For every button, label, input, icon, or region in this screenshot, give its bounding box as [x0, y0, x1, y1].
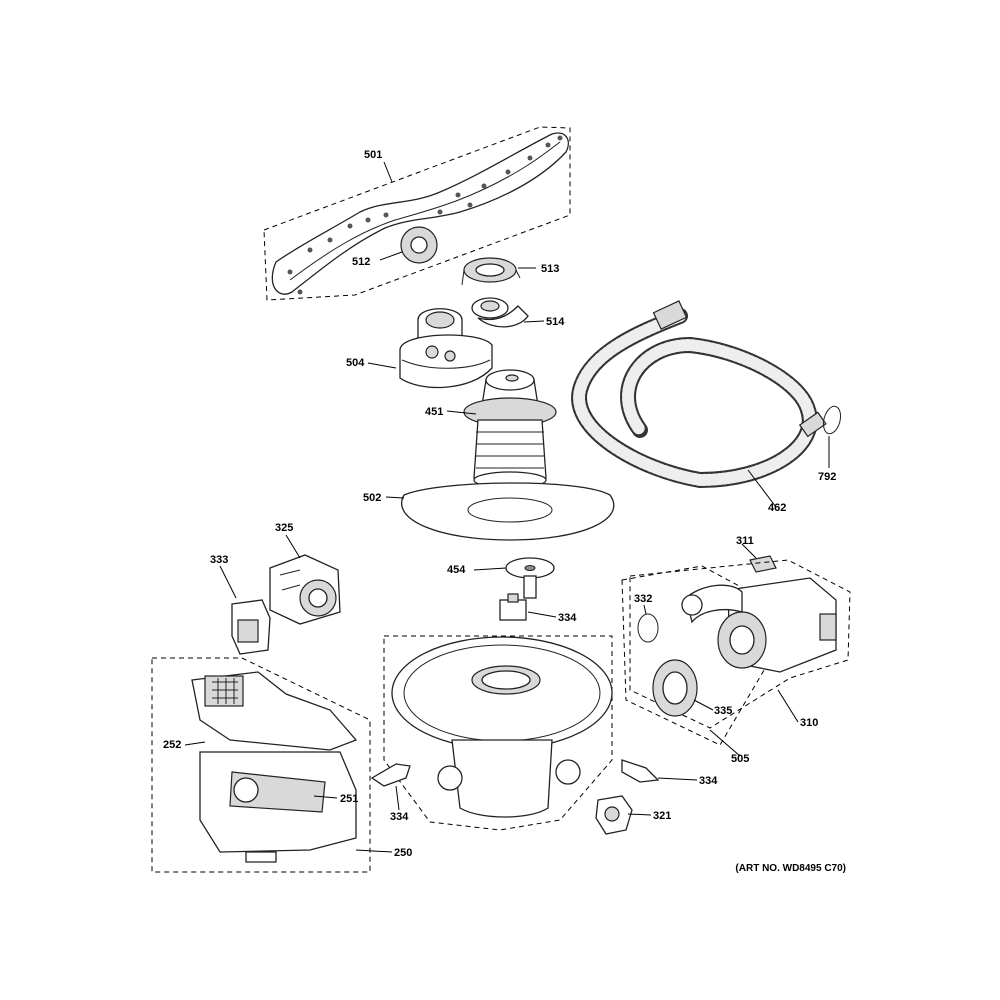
- vent-motor-333: [231, 599, 271, 655]
- callout-512: 512: [352, 256, 370, 268]
- callout-310: 310: [800, 717, 818, 729]
- heater-group: [151, 657, 371, 873]
- callout-250: 250: [394, 847, 412, 859]
- pump-assembly-group: [621, 559, 851, 746]
- seal-boundary: [621, 565, 771, 746]
- spray-arm-group: [263, 126, 571, 301]
- callout-335: 335: [714, 705, 732, 717]
- sump-group: [383, 635, 613, 831]
- sensor-connector-top: [499, 593, 527, 621]
- manifold-coupler: [471, 297, 529, 328]
- callout-252: 252: [163, 739, 181, 751]
- callout-334-top: 334: [558, 612, 577, 624]
- callout-462: 462: [768, 502, 786, 514]
- callout-514: 514: [546, 316, 565, 328]
- callout-792: 792: [818, 471, 836, 483]
- sensor-321: [595, 795, 633, 835]
- heater-boundary: [151, 657, 371, 873]
- callout-505: 505: [731, 753, 749, 765]
- callout-334-left: 334: [390, 811, 409, 823]
- heater-fan-325: [269, 554, 341, 625]
- spray-arm-holes: [287, 135, 563, 295]
- filter-assembly: [463, 369, 557, 489]
- water-diverter: [399, 308, 493, 389]
- clip-left-334: [370, 763, 411, 787]
- callout-311: 311: [736, 535, 754, 547]
- bearing-ring: [461, 257, 521, 286]
- callout-325: 325: [275, 522, 293, 534]
- callout-labels: 501 512 513 514 504 451 502 462 792 325 …: [163, 149, 836, 859]
- callout-504: 504: [346, 357, 365, 369]
- sump-boundary: [383, 635, 613, 831]
- spray-arm-nut: [400, 226, 438, 264]
- callout-513: 513: [541, 263, 559, 275]
- part-311: [749, 555, 777, 573]
- filter-shield: [401, 482, 615, 541]
- seal-ring-332: [637, 613, 659, 643]
- leader-lines: [184, 161, 830, 853]
- hose-clamp: [822, 405, 842, 435]
- callout-451: 451: [425, 406, 443, 418]
- callout-501: 501: [364, 149, 382, 161]
- callout-334-right: 334: [699, 775, 718, 787]
- drain-hose: [571, 300, 827, 489]
- callout-251: 251: [340, 793, 358, 805]
- spray-arm-boundary: [263, 126, 571, 301]
- callout-502: 502: [363, 492, 381, 504]
- lower-spray-arm: [271, 132, 569, 295]
- callout-321: 321: [653, 810, 671, 822]
- gasket-335: [652, 659, 698, 717]
- callout-333: 333: [210, 554, 228, 566]
- callout-454: 454: [447, 564, 466, 576]
- clip-right-334: [621, 759, 660, 783]
- check-valve: [505, 557, 555, 599]
- callout-332: 332: [634, 593, 652, 605]
- art-number: (ART NO. WD8495 C70): [735, 863, 846, 874]
- pump-boundary: [629, 559, 851, 729]
